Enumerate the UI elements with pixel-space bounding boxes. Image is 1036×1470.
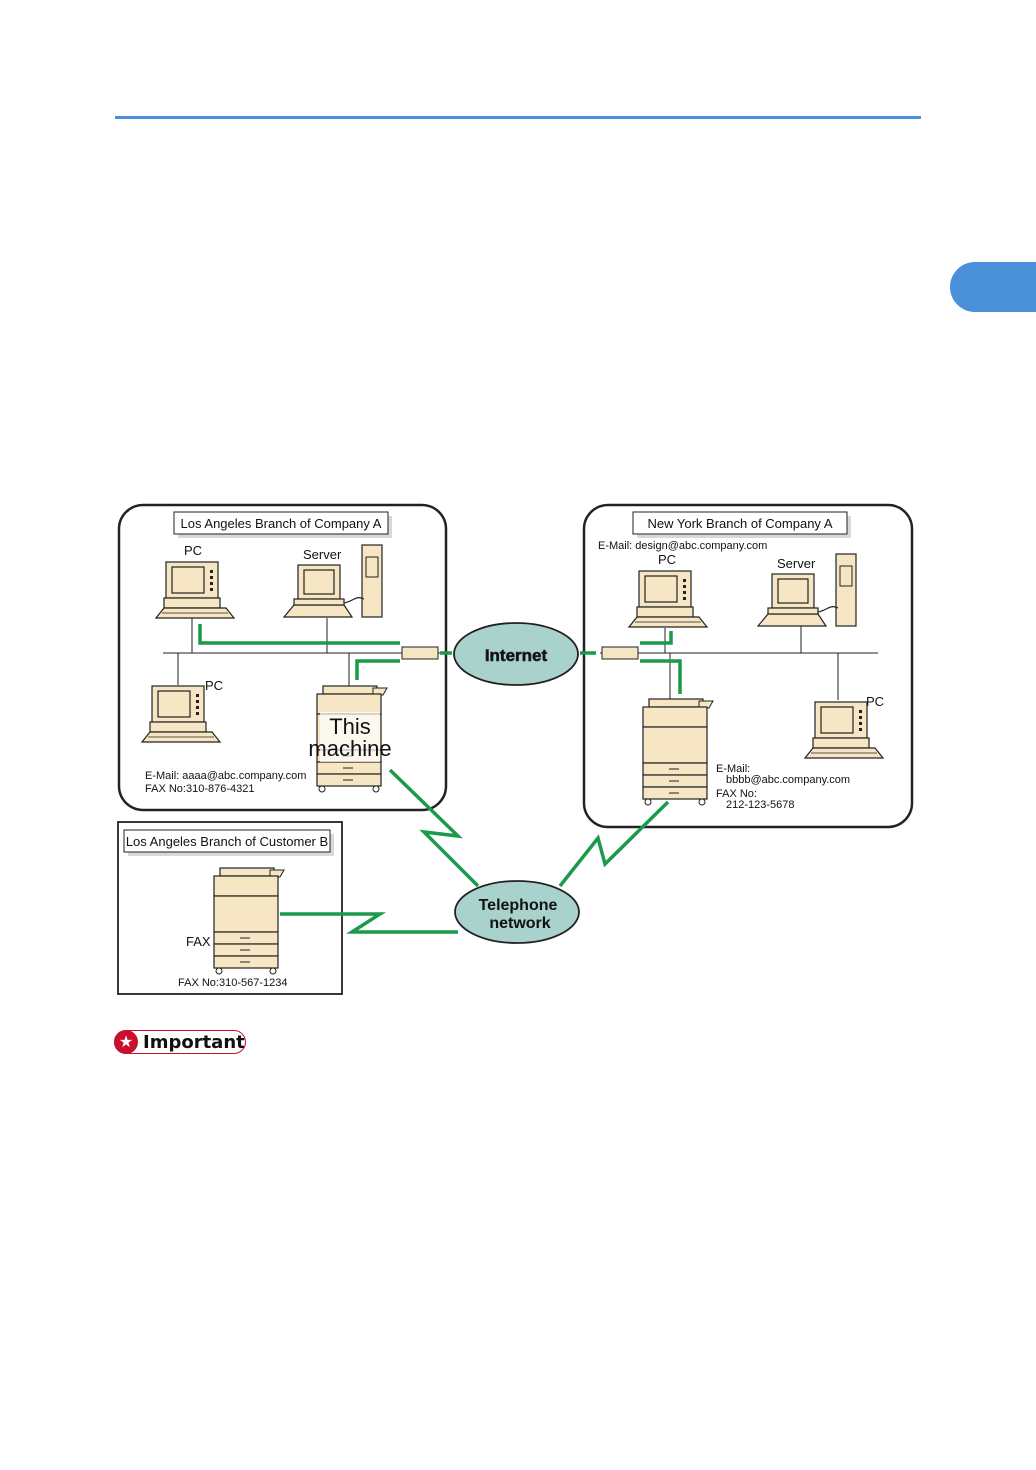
ny-pc2-label: PC xyxy=(866,694,884,709)
ny-router-to-machine-link xyxy=(640,659,682,694)
internet-label: Internet xyxy=(485,646,548,665)
header-rule xyxy=(115,116,921,119)
important-label: Important xyxy=(143,1032,245,1053)
ny-company-a-box xyxy=(582,503,914,829)
telephone-label-1: Telephone xyxy=(479,897,558,914)
la-router-icon xyxy=(401,646,439,660)
chapter-tab[interactable] xyxy=(950,262,1036,312)
ny-pc2-icon xyxy=(804,701,884,759)
ny-pc1-label: PC xyxy=(658,552,676,567)
ny-company-a-title-box xyxy=(632,511,848,535)
internet-cloud xyxy=(453,622,579,686)
la-pc2-icon xyxy=(141,685,221,743)
important-badge: ★ Important xyxy=(114,1030,246,1054)
ny-server-label: Server xyxy=(777,556,816,571)
ny-fax-label: FAX No: xyxy=(716,788,757,800)
ny-machine-to-telephone-link xyxy=(558,800,670,888)
la-machine-to-telephone-link xyxy=(388,768,480,888)
ny-company-a-title: New York Branch of Company A xyxy=(648,516,833,531)
la-pc1-icon xyxy=(155,561,235,619)
la-company-a-box xyxy=(117,503,448,812)
ny-machine-icon xyxy=(642,698,714,806)
la-customer-b-title: Los Angeles Branch of Customer B xyxy=(126,834,328,849)
customer-b-fax-number: FAX No:310-567-1234 xyxy=(178,977,287,989)
la-server-label: Server xyxy=(303,547,342,562)
customer-b-fax-label: FAX xyxy=(186,934,211,949)
star-icon: ★ xyxy=(114,1030,138,1054)
this-machine-label-1: This xyxy=(329,714,371,739)
la-company-a-title-box xyxy=(173,511,389,535)
ny-router-to-pc-link xyxy=(640,631,673,645)
la-fax: FAX No:310-876-4321 xyxy=(145,783,254,795)
telephone-label-2: network xyxy=(489,915,550,932)
this-machine-label-backdrop xyxy=(320,712,380,762)
la-email: E-Mail: aaaa@abc.company.com xyxy=(145,770,306,782)
la-customer-b-title-box xyxy=(123,829,331,853)
la-company-a-title: Los Angeles Branch of Company A xyxy=(181,516,382,531)
ny-email-label: E-Mail: xyxy=(716,763,750,775)
ny-pc1-icon xyxy=(628,570,708,628)
this-machine-label-2: machine xyxy=(308,736,391,761)
la-pc1-label: PC xyxy=(184,543,202,558)
la-pc-to-router-link xyxy=(198,624,400,645)
ny-fax-value: 212-123-5678 xyxy=(726,799,795,811)
la-customer-b-box xyxy=(117,821,343,995)
customer-b-fax-icon xyxy=(213,867,285,975)
la-pc2-label: PC xyxy=(205,678,223,693)
ny-router-icon xyxy=(601,646,639,660)
ny-email-top: E-Mail: design@abc.company.com xyxy=(598,540,767,552)
customer-b-to-telephone-link xyxy=(280,912,458,934)
ny-email-value: bbbb@abc.company.com xyxy=(726,774,850,786)
la-machine-to-router-link xyxy=(355,659,400,680)
telephone-network-cloud xyxy=(454,880,580,944)
